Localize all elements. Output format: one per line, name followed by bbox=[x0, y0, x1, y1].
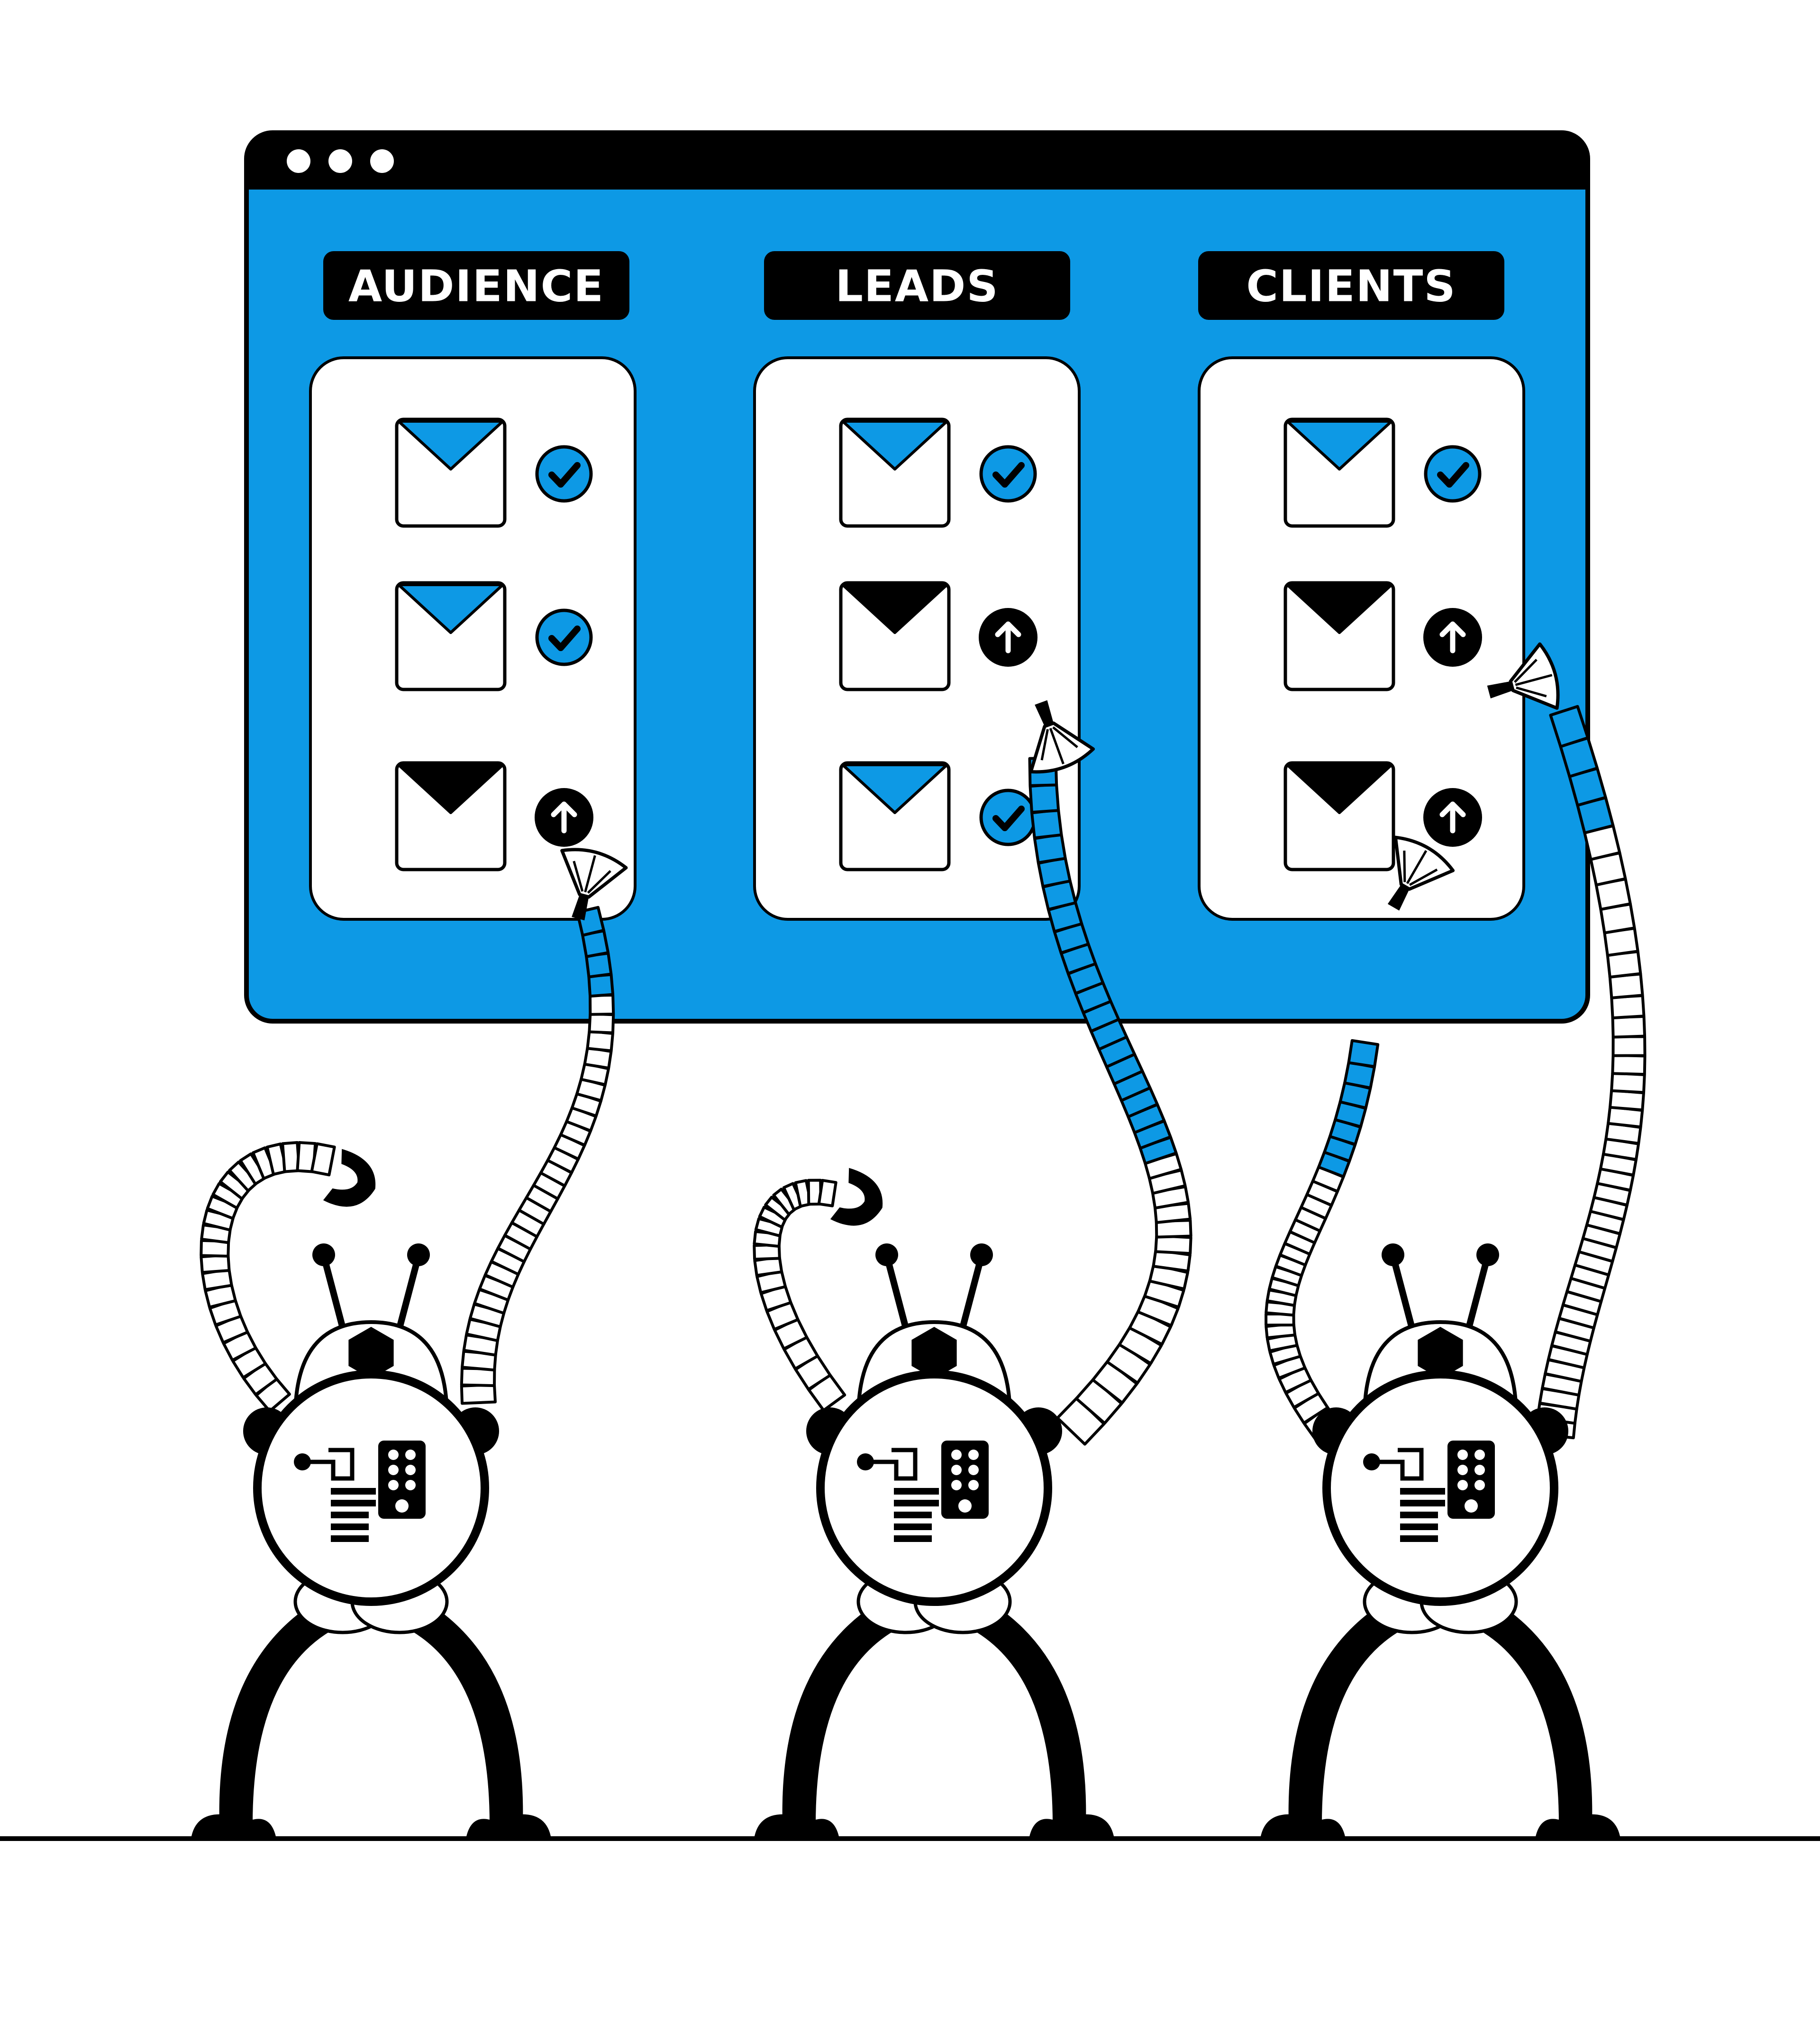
robot-2-right-hand bbox=[1029, 700, 1095, 774]
envelope-unread-icon[interactable] bbox=[1283, 581, 1395, 691]
hexagon-icon bbox=[1418, 1327, 1463, 1379]
robot-3-left-hand bbox=[1387, 835, 1455, 911]
right-foot bbox=[1029, 1811, 1114, 1839]
email-card-audience bbox=[309, 356, 637, 921]
antenna-tip bbox=[1476, 1243, 1499, 1266]
left-leg bbox=[1288, 1587, 1421, 1824]
envelope-read-icon[interactable] bbox=[1283, 417, 1395, 528]
robot-2 bbox=[754, 1243, 1114, 1839]
window-control-dot[interactable] bbox=[370, 149, 394, 173]
column-label-leads: LEADS bbox=[764, 251, 1070, 320]
email-cards bbox=[309, 356, 1525, 921]
window-control-dot[interactable] bbox=[328, 149, 352, 173]
column-title: AUDIENCE bbox=[348, 261, 604, 312]
envelope-unread-icon[interactable] bbox=[395, 761, 507, 871]
arrow-up-icon bbox=[535, 788, 593, 847]
control-panel-icon bbox=[294, 1441, 426, 1542]
robot-arms bbox=[200, 642, 1647, 1446]
arrow-up-icon bbox=[1423, 788, 1482, 847]
check-icon bbox=[535, 445, 593, 503]
column-label-clients: CLIENTS bbox=[1198, 251, 1504, 320]
robot-1-right-hand bbox=[560, 848, 628, 921]
left-foot bbox=[191, 1811, 276, 1839]
right-foot bbox=[1535, 1811, 1620, 1839]
hexagon-icon bbox=[911, 1327, 957, 1379]
window-control-dot[interactable] bbox=[287, 149, 310, 173]
antenna-tip bbox=[970, 1243, 993, 1266]
email-card-clients bbox=[1198, 356, 1525, 921]
window-titlebar bbox=[246, 133, 1588, 190]
arrow-up-icon bbox=[979, 608, 1037, 667]
control-panel-icon bbox=[1363, 1441, 1495, 1542]
left-foot bbox=[754, 1811, 839, 1839]
robot-1-left-claw bbox=[323, 1149, 376, 1207]
antenna-tip bbox=[1382, 1243, 1404, 1266]
envelope-read-icon[interactable] bbox=[839, 417, 951, 528]
envelope-read-icon[interactable] bbox=[839, 761, 951, 871]
antenna-tip bbox=[407, 1243, 430, 1266]
robot-3-left-arm bbox=[1265, 1039, 1380, 1441]
robot-2-left-claw bbox=[830, 1168, 883, 1226]
antenna-tip bbox=[312, 1243, 335, 1266]
hexagon-icon bbox=[348, 1327, 394, 1379]
left-leg bbox=[782, 1587, 915, 1824]
control-panel-icon bbox=[857, 1441, 989, 1542]
robot-1-left-arm bbox=[200, 1141, 336, 1413]
column-title: CLIENTS bbox=[1246, 261, 1456, 312]
antenna-tip bbox=[875, 1243, 898, 1266]
column-title: LEADS bbox=[835, 261, 999, 312]
robot-2-left-arm bbox=[753, 1179, 846, 1412]
robot-3-right-hand bbox=[1487, 642, 1560, 710]
left-foot bbox=[1260, 1811, 1346, 1839]
envelope-read-icon[interactable] bbox=[395, 417, 507, 528]
check-icon bbox=[979, 789, 1037, 846]
right-leg bbox=[953, 1587, 1086, 1824]
envelope-unread-icon[interactable] bbox=[1283, 761, 1395, 871]
robot-2-right-arm bbox=[1028, 756, 1192, 1446]
email-card-leads bbox=[753, 356, 1081, 921]
check-icon bbox=[535, 608, 593, 666]
arrow-up-icon bbox=[1423, 608, 1482, 667]
right-foot bbox=[466, 1811, 551, 1839]
column-label-audience: AUDIENCE bbox=[323, 251, 629, 320]
envelope-read-icon[interactable] bbox=[395, 581, 507, 691]
robot-1 bbox=[191, 1243, 551, 1839]
right-leg bbox=[1459, 1587, 1592, 1824]
left-leg bbox=[219, 1587, 352, 1824]
envelope-unread-icon[interactable] bbox=[839, 581, 951, 691]
robot-1-right-arm bbox=[460, 906, 615, 1405]
right-leg bbox=[390, 1587, 523, 1824]
robots bbox=[191, 1243, 1620, 1839]
check-icon bbox=[1424, 445, 1482, 503]
robot-3 bbox=[1260, 1243, 1620, 1839]
check-icon bbox=[979, 445, 1037, 503]
